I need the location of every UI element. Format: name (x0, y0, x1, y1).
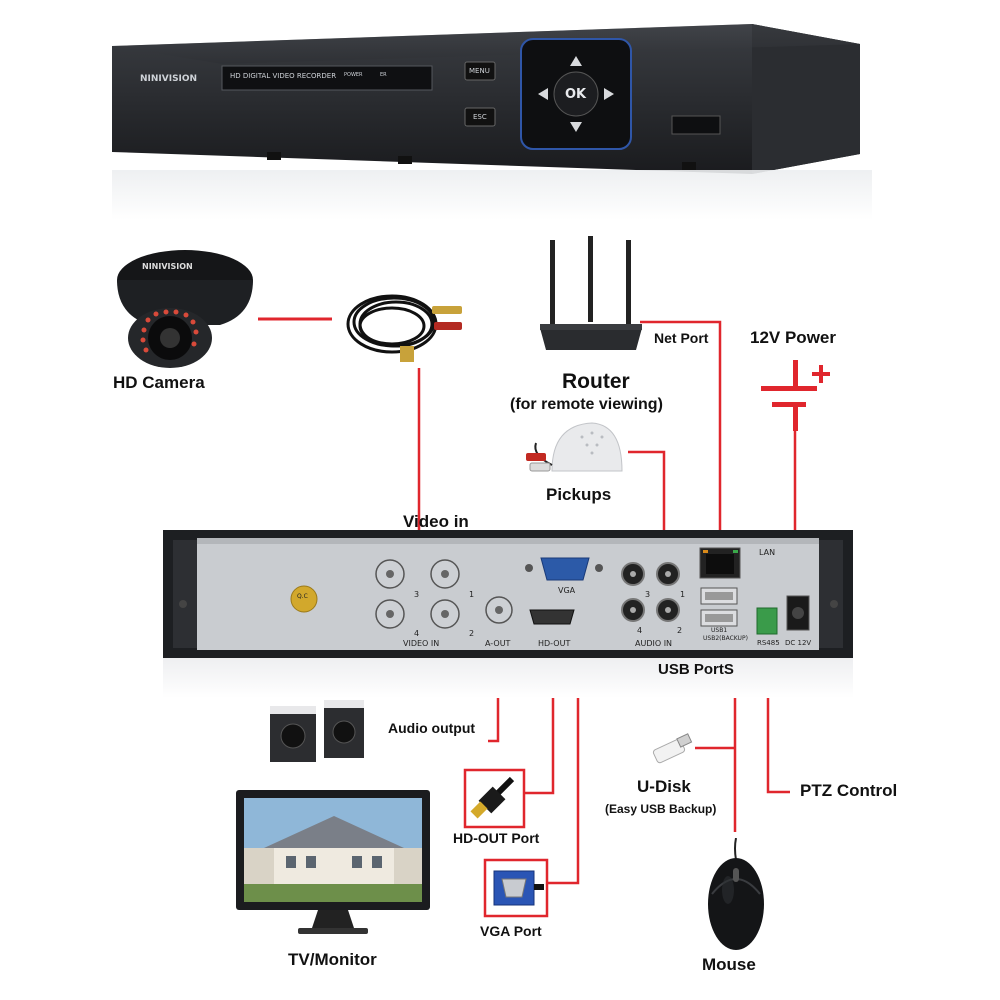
bnc-number-1: 1 (469, 590, 475, 599)
mouse-image (704, 837, 768, 952)
dvr-front-unit: NINIVISION HD DIGITAL VIDEO RECORDER POW… (112, 24, 872, 184)
rs485-port-text: RS485 (757, 639, 780, 647)
dvr-brand: NINIVISION (140, 74, 198, 84)
audio-num-2: 2 (677, 626, 683, 635)
dvr-esc-button[interactable]: ESC (473, 113, 487, 121)
udisk-label: U-Disk (637, 777, 691, 796)
vga-port-text: VGA (558, 586, 576, 595)
lan-port-text: LAN (759, 548, 776, 557)
video-in-port-text: VIDEO IN (403, 639, 440, 648)
audio-num-1: 1 (680, 590, 686, 599)
power-symbol-icon (758, 360, 838, 432)
dvr-display-text: HD DIGITAL VIDEO RECORDER (230, 72, 337, 80)
audio-in-port-text: AUDIO IN (635, 639, 673, 648)
hdout-port-text: HD-OUT (538, 639, 571, 648)
hd-camera-image: NINIVISION (110, 240, 260, 370)
audio-output-label: Audio output (388, 720, 476, 736)
power-label: 12V Power (750, 328, 836, 347)
speakers-image (268, 696, 368, 764)
video-cable-image (340, 284, 470, 368)
dvr-power-label: POWER (344, 72, 363, 78)
tv-monitor-label: TV/Monitor (288, 950, 377, 969)
dvr-back-panel: Q.C 3 1 4 2 VIDEO IN A-OUT VGA HD-OUT 3 … (163, 530, 853, 658)
router-subtitle: (for remote viewing) (510, 396, 663, 413)
dvr-reflection (112, 170, 872, 220)
dvr-back-reflection (163, 658, 853, 698)
bnc-number-4: 4 (414, 629, 420, 638)
udisk-sublabel: (Easy USB Backup) (605, 802, 717, 816)
vga-cable-image (488, 863, 544, 913)
bnc-number-2: 2 (469, 629, 475, 638)
camera-brand: NINIVISION (142, 262, 193, 271)
aout-port-text: A-OUT (485, 639, 511, 648)
router-title: Router (562, 370, 630, 393)
net-port-label: Net Port (654, 330, 709, 346)
hd-camera-label: HD Camera (113, 373, 205, 392)
dvr-status-label: ER (380, 72, 387, 78)
dvr-ok-button[interactable]: OK (565, 87, 587, 102)
udisk-image (650, 730, 694, 766)
dc12v-port-text: DC 12V (785, 639, 812, 647)
video-in-label: Video in (403, 512, 469, 531)
audio-num-3: 3 (645, 590, 651, 599)
qc-sticker-text: Q.C (297, 593, 308, 600)
hdout-port-label: HD-OUT Port (453, 830, 540, 846)
usb-ports-label: USB PortS (658, 661, 734, 678)
mouse-label: Mouse (702, 955, 756, 974)
tv-monitor-image (234, 788, 432, 938)
pickups-label: Pickups (546, 485, 612, 504)
ptz-control-label: PTZ Control (800, 781, 898, 800)
vga-port-label: VGA Port (480, 923, 542, 939)
dvr-menu-button[interactable]: MENU (469, 67, 490, 75)
router-image (536, 236, 646, 356)
hdmi-cable-image (468, 773, 522, 825)
pickup-microphone-image (522, 415, 627, 480)
usb2-port-text: USB2(BACKUP) (703, 635, 748, 642)
usb1-port-text: USB1 (711, 627, 728, 634)
bnc-number-3: 3 (414, 590, 420, 599)
audio-num-4: 4 (637, 626, 643, 635)
